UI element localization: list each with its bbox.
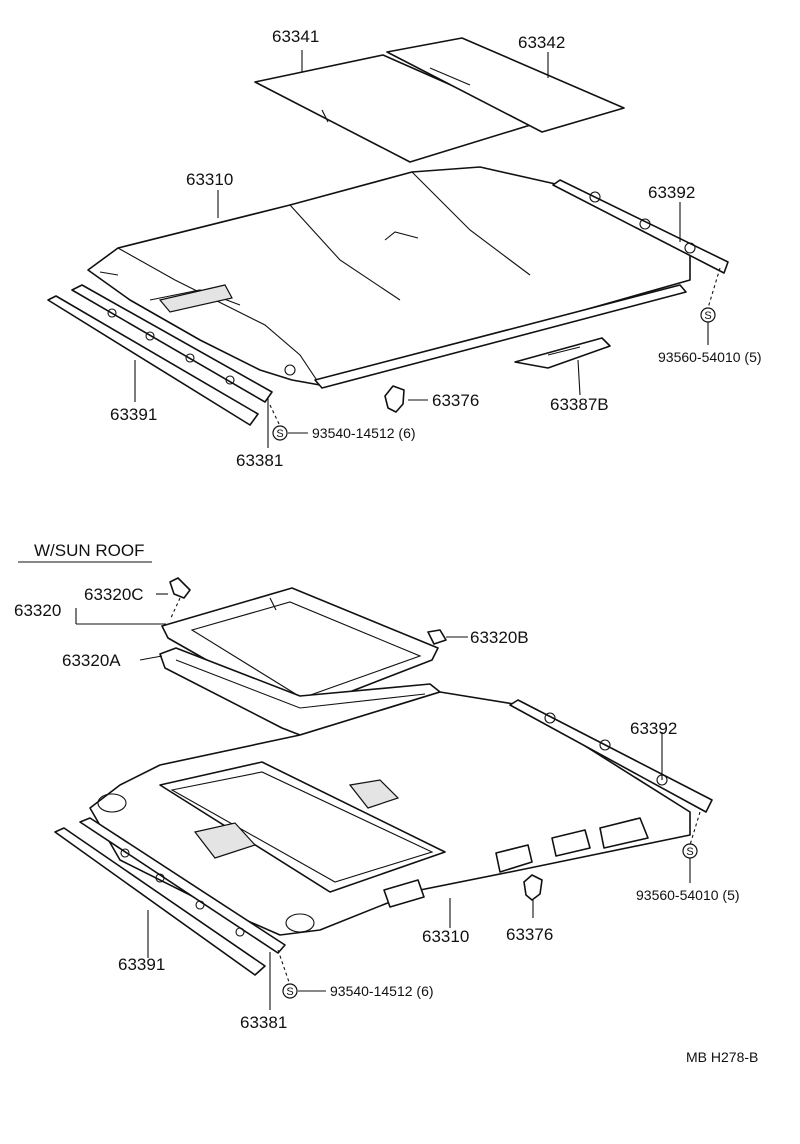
front-retainer-63391 (47, 284, 273, 426)
svg-text:S: S (704, 310, 711, 322)
label-63342: 63342 (518, 33, 565, 52)
svg-text:S: S (686, 846, 693, 858)
fastener-symbol-front: S (272, 425, 288, 441)
label-sunroof-63310: 63310 (422, 927, 469, 946)
label-sunroof-63381: 63381 (240, 1013, 287, 1032)
section-title: W/SUN ROOF (34, 541, 145, 560)
label-63376: 63376 (432, 391, 479, 410)
fastener-symbol-front-sunroof: S (282, 983, 298, 999)
label-fastener-rear: 93560-54010 (5) (658, 349, 762, 365)
svg-text:S: S (286, 986, 293, 998)
label-fastener-rear-sunroof: 93560-54010 (5) (636, 887, 740, 903)
label-63320a: 63320A (62, 651, 121, 670)
label-63320c: 63320C (84, 585, 144, 604)
label-sunroof-63392: 63392 (630, 719, 677, 738)
fastener-symbol-rear: S (700, 307, 716, 323)
clip-63376 (384, 385, 428, 413)
label-63320b: 63320B (470, 628, 529, 647)
roof-insulator-63342 (386, 37, 625, 133)
label-sunroof-63391: 63391 (118, 955, 165, 974)
label-63392: 63392 (648, 183, 695, 202)
label-fastener-front: 93540-14512 (6) (312, 425, 416, 441)
sunshade-63320 (161, 587, 439, 713)
front-retainer-sunroof-63391 (54, 817, 286, 976)
label-fastener-front-sunroof: 93540-14512 (6) (330, 983, 434, 999)
label-sunroof-63376: 63376 (506, 925, 553, 944)
headlining-sunroof-63310 (89, 691, 691, 936)
clip-sunroof-63376 (523, 874, 543, 918)
headlining-63310 (87, 166, 691, 389)
clip-63320b (427, 629, 468, 645)
svg-text:S: S (276, 428, 283, 440)
label-63387b: 63387B (550, 395, 609, 414)
label-63341: 63341 (272, 27, 319, 46)
label-63381: 63381 (236, 451, 283, 470)
label-63320: 63320 (14, 601, 61, 620)
rear-retainer-63392 (552, 179, 729, 274)
top-assembly: S S 63341 63342 63310 63392 63376 63387B… (47, 27, 762, 470)
fastener-symbol-rear-sunroof: S (682, 843, 698, 859)
label-63310: 63310 (186, 170, 233, 189)
sunroof-assembly: W/SUN ROOF (14, 541, 740, 1032)
rear-retainer-sunroof-63392 (509, 699, 713, 813)
drawing-code: MB H278-B (686, 1049, 758, 1065)
label-63391: 63391 (110, 405, 157, 424)
clip-63320c (169, 577, 191, 599)
grip-63387b (514, 337, 611, 396)
